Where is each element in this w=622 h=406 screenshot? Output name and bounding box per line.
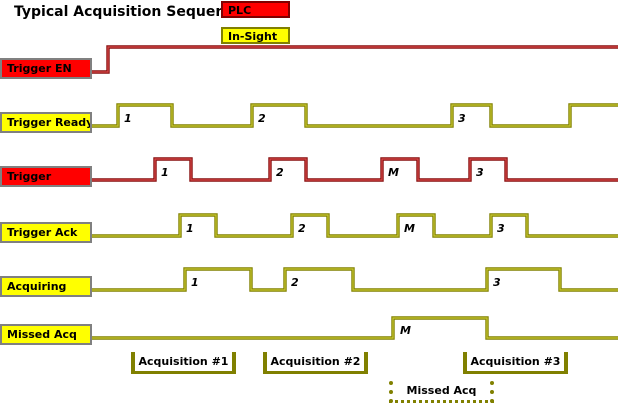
- signal-label-trigger-ready: Trigger Ready: [0, 112, 92, 133]
- signal-label-trigger-ack: Trigger Ack: [0, 222, 92, 243]
- page-title: Typical Acquisition Sequence: [14, 4, 244, 20]
- pulse-marker: 1: [124, 112, 132, 125]
- waveform-trigger-en: [92, 46, 618, 73]
- waveform-trigger-ack: [92, 214, 618, 237]
- pulse-marker: 3: [497, 222, 505, 235]
- pulse-marker: 3: [458, 112, 466, 125]
- signal-label-missed-acq: Missed Acq: [0, 324, 92, 345]
- pulse-marker: 2: [258, 112, 266, 125]
- waveform-outline-acquiring: [92, 267, 618, 292]
- waveform-missed-acq: [92, 317, 618, 339]
- pulse-marker: 2: [276, 166, 284, 179]
- signal-label-trigger-en: Trigger EN: [0, 58, 92, 79]
- waveform-outline-trigger-ack: [92, 213, 618, 238]
- pulse-marker: 1: [186, 222, 194, 235]
- waveform-acquiring: [92, 268, 618, 291]
- annotation-acquisition-3: Acquisition #3: [463, 352, 568, 374]
- pulse-marker: M: [400, 324, 411, 337]
- waveform-outline-trigger-en: [92, 45, 618, 74]
- pulse-marker: 3: [493, 276, 501, 289]
- waveform-outline-trigger: [92, 157, 618, 182]
- pulse-marker: M: [404, 222, 415, 235]
- annotation-acquisition-2: Acquisition #2: [263, 352, 368, 374]
- signal-label-trigger: Trigger: [0, 166, 92, 187]
- pulse-marker: 3: [476, 166, 484, 179]
- signal-label-acquiring: Acquiring: [0, 276, 92, 297]
- waveform-outline-trigger-ready: [92, 103, 618, 128]
- pulse-marker: 1: [161, 166, 169, 179]
- pulse-marker: M: [388, 166, 399, 179]
- pulse-marker: 2: [298, 222, 306, 235]
- waveform-trigger: [92, 158, 618, 181]
- waveform-outline-missed-acq: [92, 316, 618, 340]
- waveform-trigger-ready: [92, 104, 618, 127]
- pulse-marker: 2: [291, 276, 299, 289]
- annotation-acquisition-1: Acquisition #1: [131, 352, 236, 374]
- annotation-missed-acq: Missed Acq: [389, 381, 494, 403]
- legend-chip-plc: PLC: [221, 1, 290, 18]
- pulse-marker: 1: [191, 276, 199, 289]
- legend-chip-in-sight: In-Sight: [221, 27, 290, 44]
